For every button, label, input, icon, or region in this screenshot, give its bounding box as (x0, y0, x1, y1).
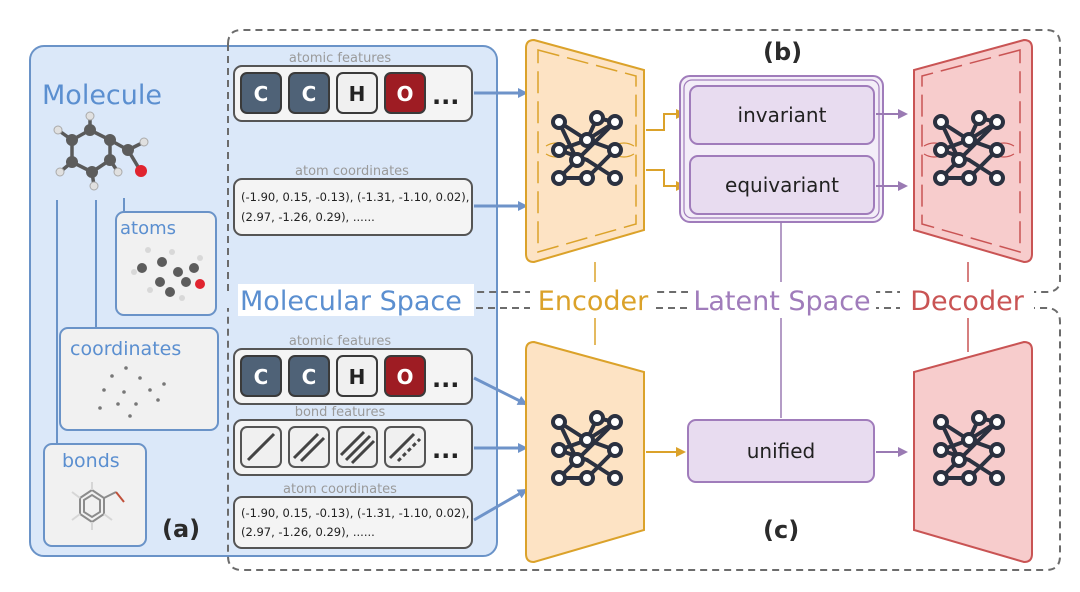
panel-b-tag: (b) (763, 38, 802, 66)
unified-box: unified (687, 419, 875, 483)
panel-a-tag: (a) (162, 515, 200, 543)
b-atom-token-c-1: C (240, 72, 282, 114)
b-atom-coordinates-box: (-1.90, 0.15, -0.13), (-1.31, -1.10, 0.0… (233, 178, 473, 236)
c-atomic-features-label: atomic features (289, 334, 392, 349)
bond-triple-token (336, 426, 378, 468)
panel-b-dashed-border (227, 29, 1061, 293)
c-coords-line-2: (2.97, -1.26, 0.29), ...... (241, 525, 375, 539)
c-atomic-to-encoder-arrow (473, 376, 528, 406)
molecule-3d-image (53, 111, 149, 191)
bonds-structure-image (71, 482, 125, 530)
decoder-b (913, 38, 1033, 264)
bond-aromatic-token (384, 426, 426, 468)
bonds-box: bonds (43, 443, 147, 547)
decoder-c (913, 340, 1033, 564)
encoder-label: Encoder (538, 286, 649, 317)
c-coords-line-1: (-1.90, 0.15, -0.13), (-1.31, -1.10, 0.0… (241, 506, 469, 520)
b-coords-line-1: (-1.90, 0.15, -0.13), (-1.31, -1.10, 0.0… (241, 190, 469, 204)
molecular-space-label: Molecular Space (240, 286, 462, 317)
c-atom-token-c-1: C (240, 355, 282, 397)
b-atomic-features-row: C C H O... (233, 65, 473, 122)
c-atom-token-c-2: C (288, 355, 330, 397)
invariant-label: invariant (738, 103, 827, 127)
c-atom-token-label: C (254, 365, 269, 389)
panel-c-dashed-border (227, 307, 1061, 571)
encoder-c (525, 340, 645, 564)
b-atom-token-label: C (254, 82, 269, 106)
panel-c-tag: (c) (763, 516, 799, 544)
b-atom-coordinates-label: atom coordinates (295, 164, 409, 179)
b-encoder-to-equivariant-arrow (646, 169, 686, 191)
decoder-label: Decoder (910, 286, 1025, 317)
bond-single-token (240, 426, 282, 468)
c-atom-coordinates-label: atom coordinates (283, 482, 397, 497)
c-bond-features-row: ... (233, 419, 473, 476)
atoms-label: atoms (120, 218, 176, 239)
b-atom-token-label: O (396, 82, 413, 106)
coordinates-dots-image (98, 366, 166, 418)
coordinates-box: coordinates (59, 327, 219, 431)
b-coords-line-2: (2.97, -1.26, 0.29), ...... (241, 210, 375, 224)
latent-space-label: Latent Space (693, 286, 870, 317)
b-atom-token-label: C (302, 82, 317, 106)
equivariant-label: equivariant (725, 173, 839, 197)
encoder-b (525, 38, 645, 264)
bond-double-token (288, 426, 330, 468)
b-atom-token-label: H (349, 82, 366, 106)
bond-more-ellipsis: ... (432, 436, 459, 464)
b-atom-token-o-4: O (384, 72, 426, 114)
c-atom-more-ellipsis: ... (432, 365, 459, 393)
latent-b-group: invariant equivariant (679, 75, 884, 223)
coordinates-label: coordinates (70, 338, 181, 360)
b-atom-more-ellipsis: ... (432, 82, 459, 110)
c-atom-token-label: H (349, 365, 366, 389)
atoms-box: atoms (115, 211, 217, 316)
bonds-label: bonds (62, 450, 120, 472)
c-atom-token-h-3: H (336, 355, 378, 397)
c-atom-coordinates-box: (-1.90, 0.15, -0.13), (-1.31, -1.10, 0.0… (233, 496, 473, 549)
invariant-box (689, 85, 875, 145)
b-atomic-features-label: atomic features (289, 51, 392, 66)
c-bond-features-label: bond features (295, 405, 386, 420)
c-atom-token-label: O (396, 365, 413, 389)
b-atom-token-c-2: C (288, 72, 330, 114)
b-atom-token-h-3: H (336, 72, 378, 114)
atoms-scatter-image (131, 247, 205, 301)
b-encoder-to-invariant-arrow (646, 109, 686, 131)
c-atom-token-o-4: O (384, 355, 426, 397)
equivariant-box (689, 155, 875, 215)
c-atomic-features-row: C C H O... (233, 348, 473, 405)
c-coords-to-encoder-arrow (473, 488, 528, 522)
unified-label: unified (747, 439, 816, 463)
c-atom-token-label: C (302, 365, 317, 389)
molecule-title: Molecule (42, 80, 162, 111)
